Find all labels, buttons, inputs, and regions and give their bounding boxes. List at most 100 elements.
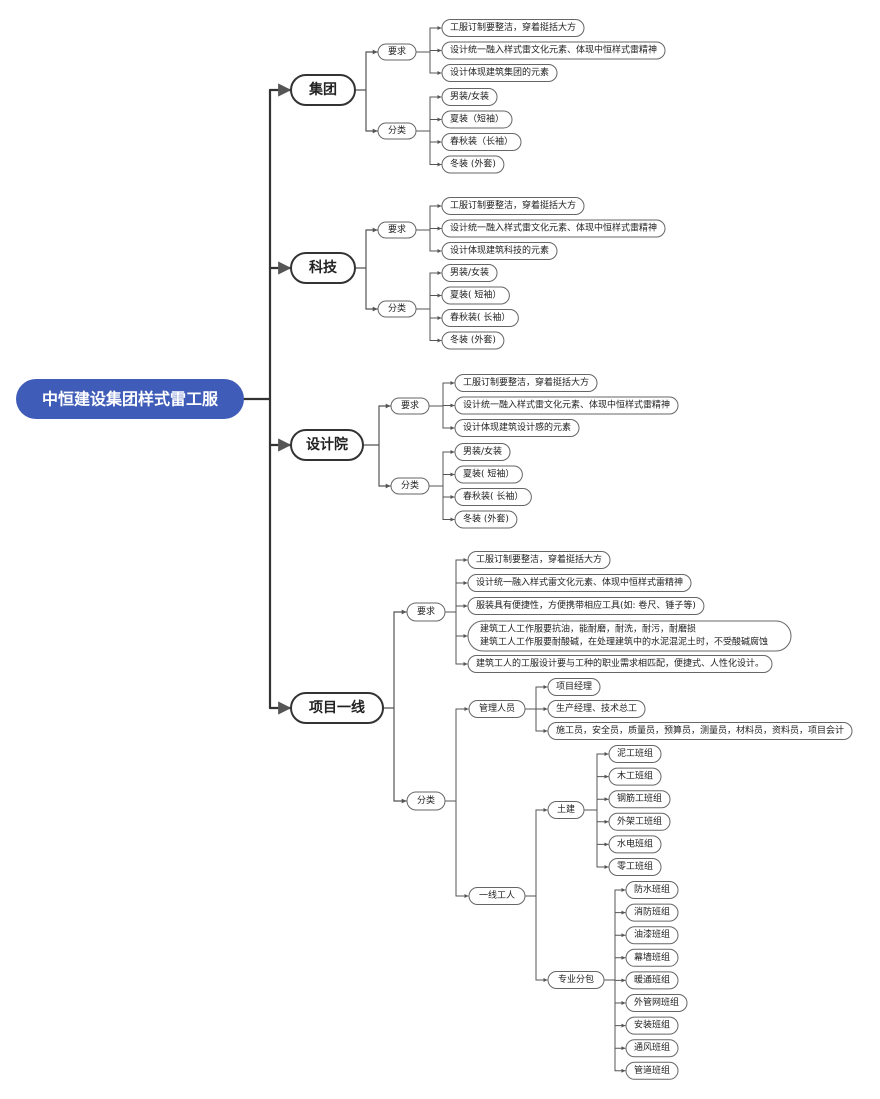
branch-1-group-2-item[interactable]: 夏装（短袖） xyxy=(441,110,513,129)
branch-4-sub-civil-shape xyxy=(547,801,585,819)
branch-4-req-item-label: 工服订制要整洁，穿着挺括大方 xyxy=(476,553,602,565)
branch-2-group-1-item[interactable]: 工服订制要整洁，穿着挺括大方 xyxy=(441,197,585,215)
branch-1-group-2-item[interactable]: 冬装 (外套) xyxy=(441,155,505,174)
branch-3-group-2-item[interactable]: 男装/女装 xyxy=(454,443,511,461)
branch-2-group-1-item-shape xyxy=(441,197,585,215)
branch-1-group-1-item[interactable]: 设计体现建筑集团的元素 xyxy=(441,64,558,82)
branch-3-group-2-item-shape xyxy=(454,488,532,506)
branch-4-req-item[interactable]: 设计统一融入样式雷文化元素、体现中恒样式雷精神 xyxy=(467,574,692,592)
branch-2-group-2-item-label: 夏装( 短袖） xyxy=(450,289,501,301)
branch-1-group-2-item[interactable]: 春秋装（长袖） xyxy=(441,133,522,151)
branch-3[interactable]: 设计院 xyxy=(290,429,364,461)
branch-4-civil-item[interactable]: 泥工班组 xyxy=(608,745,662,763)
branch-4-specialty-item-label: 防水班组 xyxy=(634,883,670,895)
branch-3-group-2-item-shape xyxy=(454,510,518,529)
branch-3-group-1-shape xyxy=(390,397,430,415)
branch-1-group-2-item-shape xyxy=(441,133,522,151)
branch-3-group-2-item-label: 夏装( 短袖） xyxy=(463,468,514,480)
branch-1-group-2-shape xyxy=(377,122,417,140)
branch-1-group-2-item-label: 春秋装（长袖） xyxy=(450,135,513,147)
branch-2-group-2-item[interactable]: 春秋装( 长袖） xyxy=(441,309,519,327)
branch-4-req-item-label: 服装具有便捷性，方便携带相应工具(如: 卷尺、锤子等) xyxy=(476,599,696,611)
branch-4-specialty-item[interactable]: 油漆班组 xyxy=(625,926,679,945)
nodes-layer: 中恒建设集团样式雷工服集团要求工服订制要整洁，穿着挺括大方设计统一融入样式雷文化… xyxy=(16,19,853,1080)
branch-2-group-2-item[interactable]: 冬装 (外套) xyxy=(441,331,505,350)
branch-3-group-1-item[interactable]: 设计统一融入样式雷文化元素、体现中恒样式雷精神 xyxy=(454,396,679,415)
branch-4-sub-workers[interactable]: 一线工人 xyxy=(468,887,526,905)
root-title: 中恒建设集团样式雷工服 xyxy=(42,390,219,409)
branch-2-group-1-item[interactable]: 设计统一融入样式雷文化元素、体现中恒样式雷精神 xyxy=(441,219,666,238)
branch-4-civil-item[interactable]: 水电班组 xyxy=(608,835,662,854)
branch-1-group-1-label: 要求 xyxy=(388,45,406,57)
branch-4-civil-item[interactable]: 钢筋工班组 xyxy=(608,790,671,809)
branch-4-group-1[interactable]: 要求 xyxy=(406,602,446,622)
branch-2-group-1[interactable]: 要求 xyxy=(377,221,417,239)
branch-4-manager-item[interactable]: 施工员，安全员，质量员，预算员，测量员，材料员，资料员，项目会计 xyxy=(547,722,853,740)
branch-4-specialty-item[interactable]: 外管网班组 xyxy=(625,994,688,1012)
branch-4-sub-workers-shape xyxy=(468,887,526,905)
branch-3-group-1-item-label: 工服订制要整洁，穿着挺括大方 xyxy=(463,376,589,388)
branch-1-group-1[interactable]: 要求 xyxy=(377,43,417,61)
branch-4-specialty-item[interactable]: 防水班组 xyxy=(625,881,679,899)
branch-4-shape xyxy=(290,692,384,724)
branch-4-specialty-item-shape xyxy=(625,1061,679,1080)
branch-3-group-2-item[interactable]: 春秋装( 长袖） xyxy=(454,488,532,506)
branch-4-specialty-item[interactable]: 管道班组 xyxy=(625,1061,679,1080)
branch-1-group-2-item-label: 男装/女装 xyxy=(450,90,489,102)
branch-4-sub-specialty[interactable]: 专业分包 xyxy=(547,971,605,989)
branch-4-req-item[interactable]: 工服订制要整洁，穿着挺括大方 xyxy=(467,551,611,569)
branch-1-group-2[interactable]: 分类 xyxy=(377,122,417,140)
branch-3-group-1[interactable]: 要求 xyxy=(390,397,430,415)
branch-4-civil-item[interactable]: 零工班组 xyxy=(608,858,662,876)
branch-4-specialty-item[interactable]: 消防班组 xyxy=(625,903,679,922)
branch-4-civil-item-label: 水电班组 xyxy=(617,837,653,849)
branch-3-group-2-item[interactable]: 冬装 (外套) xyxy=(454,510,518,529)
branch-3-group-2-item-label: 男装/女装 xyxy=(463,445,502,457)
branch-4-req-item[interactable]: 建筑工人工作服要抗油，能耐磨，耐洗，耐污，耐磨损建筑工人工作服要耐酸碱，在处理建… xyxy=(467,620,792,652)
branch-1[interactable]: 集团 xyxy=(290,74,356,106)
branch-4-sub-managers[interactable]: 管理人员 xyxy=(468,700,526,718)
branch-4-manager-item[interactable]: 项目经理 xyxy=(547,678,601,696)
branch-1-group-1-item[interactable]: 工服订制要整洁，穿着挺括大方 xyxy=(441,19,585,37)
branch-3-group-2-item[interactable]: 夏装( 短袖） xyxy=(454,465,523,484)
branch-4[interactable]: 项目一线 xyxy=(290,692,384,724)
branch-2-group-2-item[interactable]: 男装/女装 xyxy=(441,264,498,282)
branch-1-group-2-label: 分类 xyxy=(388,124,406,136)
branch-4-manager-item-label: 施工员，安全员，质量员，预算员，测量员，材料员，资料员，项目会计 xyxy=(556,724,844,736)
branch-4-sub-civil[interactable]: 土建 xyxy=(547,801,585,819)
branch-4-specialty-item-label: 安装班组 xyxy=(634,1019,670,1031)
branch-4-specialty-item[interactable]: 暖通班组 xyxy=(625,971,679,990)
branch-4-manager-item[interactable]: 生产经理、技术总工 xyxy=(547,700,646,718)
branch-3-group-1-item[interactable]: 设计体现建筑设计感的元素 xyxy=(454,419,580,437)
branch-3-group-2-item-label: 冬装 (外套) xyxy=(463,513,509,525)
branch-4-group-2[interactable]: 分类 xyxy=(406,791,446,811)
branch-4-sub-managers-label: 管理人员 xyxy=(479,702,515,714)
branch-4-req-item-label: 设计统一融入样式雷文化元素、体现中恒样式雷精神 xyxy=(476,576,683,588)
branch-2-group-1-item-label: 工服订制要整洁，穿着挺括大方 xyxy=(450,199,576,211)
branch-1-group-2-item[interactable]: 男装/女装 xyxy=(441,88,498,106)
branch-4-specialty-item[interactable]: 通风班组 xyxy=(625,1039,679,1058)
branch-4-req-item[interactable]: 服装具有便捷性，方便携带相应工具(如: 卷尺、锤子等) xyxy=(467,597,705,615)
branch-4-req-item[interactable]: 建筑工人的工服设计要与工种的职业需求相匹配，便捷式、人性化设计。 xyxy=(467,655,773,673)
branch-2-group-1-item-label: 设计统一融入样式雷文化元素、体现中恒样式雷精神 xyxy=(450,222,657,234)
branch-2-group-2-item-label: 冬装 (外套) xyxy=(450,334,496,346)
root-node[interactable]: 中恒建设集团样式雷工服 xyxy=(16,379,244,419)
branch-4-civil-item[interactable]: 外架工班组 xyxy=(608,812,671,831)
branch-1-group-2-item-label: 冬装 (外套) xyxy=(450,158,496,170)
branch-4-civil-item-shape xyxy=(608,835,662,854)
branch-3-group-2-shape xyxy=(390,477,430,495)
branch-2-group-2[interactable]: 分类 xyxy=(377,300,417,318)
branch-3-group-2[interactable]: 分类 xyxy=(390,477,430,495)
branch-2[interactable]: 科技 xyxy=(290,252,356,284)
branch-4-civil-item[interactable]: 木工班组 xyxy=(608,767,662,786)
branch-2-group-2-item-label: 男装/女装 xyxy=(450,266,489,278)
branch-2-group-2-item[interactable]: 夏装( 短袖） xyxy=(441,286,510,305)
branch-2-group-1-item[interactable]: 设计体现建筑科技的元素 xyxy=(441,242,558,260)
branch-4-specialty-item[interactable]: 幕墙班组 xyxy=(625,948,679,967)
branch-3-group-2-item-shape xyxy=(454,443,511,461)
branch-1-group-1-item[interactable]: 设计统一融入样式雷文化元素、体现中恒样式雷精神 xyxy=(441,41,666,60)
branch-3-group-1-item[interactable]: 工服订制要整洁，穿着挺括大方 xyxy=(454,374,598,392)
branch-4-specialty-item[interactable]: 安装班组 xyxy=(625,1016,679,1035)
branch-4-specialty-item-label: 通风班组 xyxy=(634,1041,670,1053)
branch-4-specialty-item-label: 管道班组 xyxy=(634,1064,670,1076)
